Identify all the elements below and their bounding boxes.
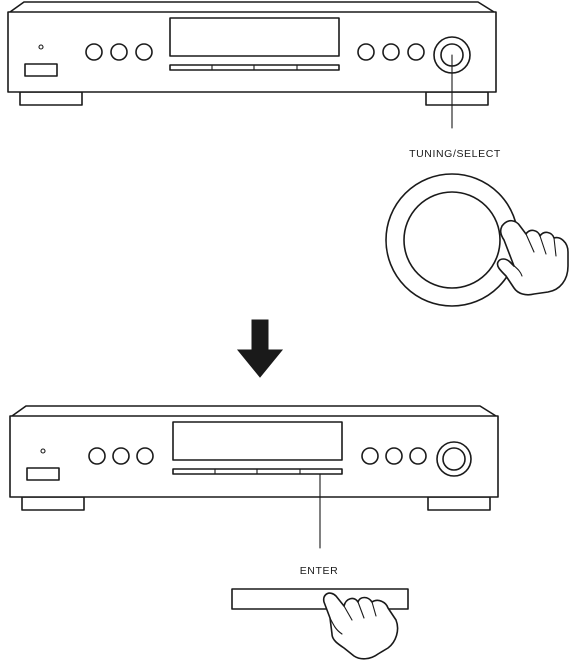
power-button[interactable] xyxy=(26,467,60,481)
tuner-unit-top xyxy=(7,1,497,129)
tuning-knob-zoom[interactable] xyxy=(385,173,519,307)
right-foot xyxy=(427,496,491,511)
tuning-select-label: TUNING/SELECT xyxy=(409,148,501,160)
left-button-3[interactable] xyxy=(135,43,153,61)
right-button-3[interactable] xyxy=(409,447,427,465)
left-button-2[interactable] xyxy=(112,447,130,465)
left-button-3[interactable] xyxy=(136,447,154,465)
right-foot xyxy=(425,91,489,106)
standby-indicator xyxy=(40,448,46,454)
left-button-1[interactable] xyxy=(88,447,106,465)
left-button-1[interactable] xyxy=(85,43,103,61)
left-foot xyxy=(19,91,83,106)
display-window xyxy=(172,421,343,461)
tuner-unit-bottom xyxy=(9,405,499,549)
down-arrow-icon xyxy=(236,319,284,378)
enter-label: ENTER xyxy=(300,565,339,577)
front-panel xyxy=(9,415,499,498)
right-button-1[interactable] xyxy=(357,43,375,61)
standby-indicator xyxy=(38,44,44,50)
power-button[interactable] xyxy=(24,63,58,77)
hand-rotate-icon xyxy=(496,219,569,296)
hand-press-icon xyxy=(322,592,399,660)
right-button-2[interactable] xyxy=(385,447,403,465)
left-button-2[interactable] xyxy=(110,43,128,61)
top-lid xyxy=(11,405,497,417)
right-button-3[interactable] xyxy=(407,43,425,61)
top-lid xyxy=(9,1,495,13)
tuning-knob-outer[interactable] xyxy=(436,441,472,477)
display-window xyxy=(169,17,340,57)
front-panel xyxy=(7,11,497,93)
tuning-knob-inner[interactable] xyxy=(442,447,466,471)
right-button-1[interactable] xyxy=(361,447,379,465)
left-foot xyxy=(21,496,85,511)
right-button-2[interactable] xyxy=(382,43,400,61)
